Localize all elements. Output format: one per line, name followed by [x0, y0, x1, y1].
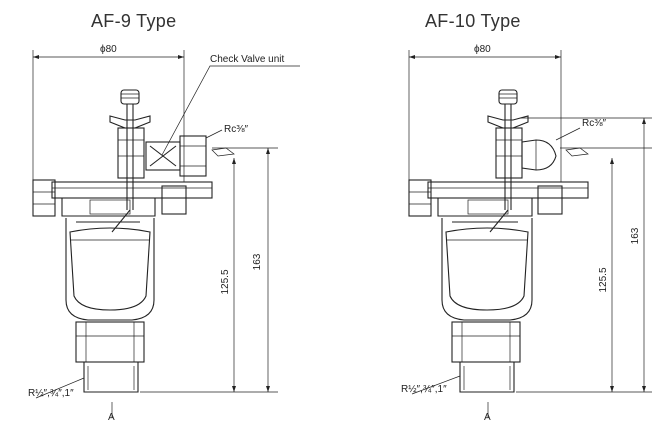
- af10-height-inner: 125.5: [598, 267, 609, 292]
- af9-title: AF-9 Type: [91, 11, 177, 31]
- af9-drawing: ϕ80 Check Valve unit Rc⅜″: [28, 44, 300, 423]
- af10-drawing: ϕ80 Rc⅜″: [401, 44, 652, 423]
- af9-rc-label: Rc⅜″: [224, 124, 249, 135]
- af10-diameter-label: ϕ80: [474, 44, 491, 55]
- af10-height-total: 163: [630, 227, 641, 244]
- af10-rc-label: Rc⅜″: [582, 118, 607, 129]
- af9-height-total: 163: [252, 253, 263, 270]
- af9-check-valve-label: Check Valve unit: [210, 54, 285, 65]
- af10-title: AF-10 Type: [425, 11, 521, 31]
- af10-thread-label: R½″,¾″,1″: [401, 384, 447, 395]
- af9-arrow-mark: A: [108, 412, 115, 423]
- af9-height-inner: 125.5: [220, 269, 231, 294]
- af10-arrow-mark: A: [484, 412, 491, 423]
- af9-diameter-label: ϕ80: [100, 44, 117, 55]
- af9-thread-label: R½″,¾″,1″: [28, 388, 74, 399]
